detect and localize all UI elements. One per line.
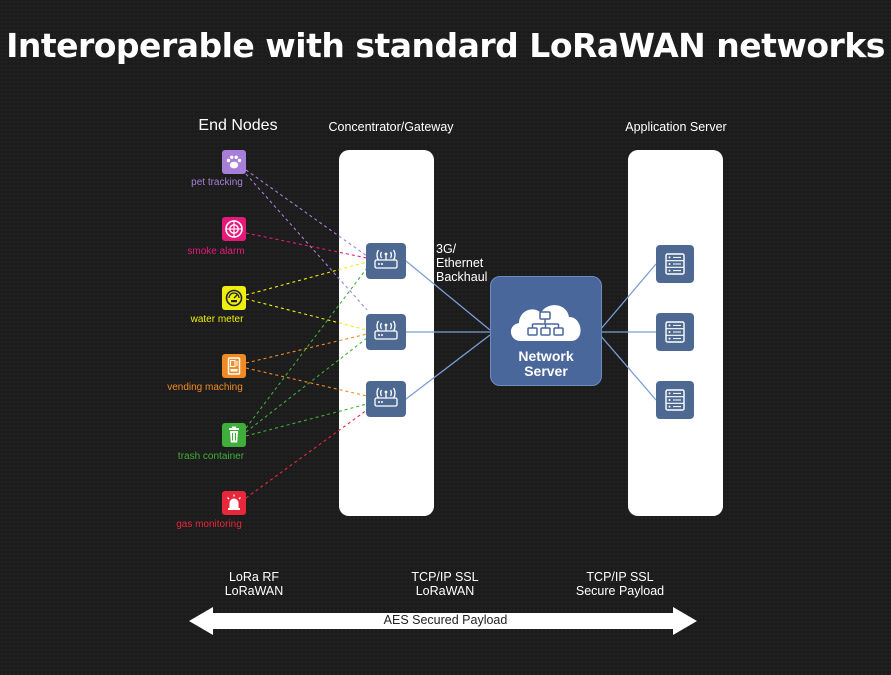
trash-can-icon <box>222 423 246 447</box>
server-icon <box>665 389 685 411</box>
page-title: Interoperable with standard LoRaWAN netw… <box>6 26 885 65</box>
vending-machine-icon <box>222 354 246 378</box>
link-water-to-gateway-1 <box>245 261 368 296</box>
app-server-2 <box>656 313 694 351</box>
end-node-label: pet tracking <box>191 177 243 188</box>
water-meter-icon <box>222 286 246 310</box>
network-server-line-2: Server <box>524 363 568 379</box>
server-icon <box>665 253 685 275</box>
link-pet-to-gateway-2 <box>245 173 368 311</box>
backhaul-label: 3G/ Ethernet Backhaul <box>436 242 487 284</box>
link-trash-to-gateway-2 <box>245 337 368 433</box>
link-water-to-gateway-2 <box>245 298 368 331</box>
protocol-line-2: LoRaWAN <box>415 584 475 598</box>
network-server-line-1: Network <box>518 348 574 364</box>
link-vending-to-gateway-3 <box>245 367 368 397</box>
gateway-1 <box>366 243 406 279</box>
backhaul-line-2: Ethernet <box>436 256 484 270</box>
protocol-line-1: TCP/IP SSL <box>411 570 479 584</box>
protocol-line-2: Secure Payload <box>575 584 665 598</box>
backhaul-line-3: Backhaul <box>436 270 488 284</box>
link-ns-to-server-3 <box>599 334 657 401</box>
end-node-label: vending maching <box>167 382 243 393</box>
router-icon <box>374 320 398 340</box>
gas-alarm-icon <box>222 491 246 515</box>
link-ns-to-server-1 <box>599 263 657 331</box>
protocol-tcp-secure-payload: TCP/IP SSL Secure Payload <box>576 570 664 598</box>
protocol-line-1: TCP/IP SSL <box>586 570 654 584</box>
link-gateway-1-to-ns <box>405 260 491 331</box>
end-nodes-heading: End Nodes <box>198 117 278 134</box>
aes-payload-label: AES Secured Payload <box>383 613 508 627</box>
network-server: Network Server <box>490 276 602 386</box>
end-node-label: trash container <box>177 451 245 462</box>
link-vending-to-gateway-2 <box>245 333 368 364</box>
end-node-label: gas monitoring <box>176 519 242 530</box>
gateway-2 <box>366 314 406 350</box>
end-node-label: water meter <box>190 314 244 325</box>
link-smoke-to-gateway-1 <box>245 232 368 259</box>
backhaul-line-1: 3G/ <box>436 242 457 256</box>
server-icon <box>665 321 685 343</box>
protocol-line-2: LoRaWAN <box>224 584 284 598</box>
gateway-heading: Concentrator/Gateway <box>328 120 454 134</box>
paw-icon <box>222 150 246 174</box>
link-gateway-3-to-ns <box>405 334 491 400</box>
router-icon <box>374 387 398 407</box>
protocol-lora-rf: LoRa RF LoRaWAN <box>225 570 284 598</box>
aes-payload-arrow <box>189 607 697 635</box>
end-node-label: smoke alarm <box>187 246 245 257</box>
app-server-1 <box>656 245 694 283</box>
link-trash-to-gateway-3 <box>245 403 368 437</box>
cloud-network-icon <box>510 305 581 341</box>
link-gas-to-gateway-3 <box>245 409 368 499</box>
link-pet-to-gateway-1 <box>245 169 368 257</box>
application-server-heading: Application Server <box>625 120 727 134</box>
smoke-detector-icon <box>222 217 246 241</box>
router-icon <box>374 249 398 269</box>
gateway-3 <box>366 381 406 417</box>
protocol-line-1: LoRa RF <box>228 570 280 584</box>
protocol-tcp-lorawan: TCP/IP SSL LoRaWAN <box>411 570 478 598</box>
app-server-3 <box>656 381 694 419</box>
